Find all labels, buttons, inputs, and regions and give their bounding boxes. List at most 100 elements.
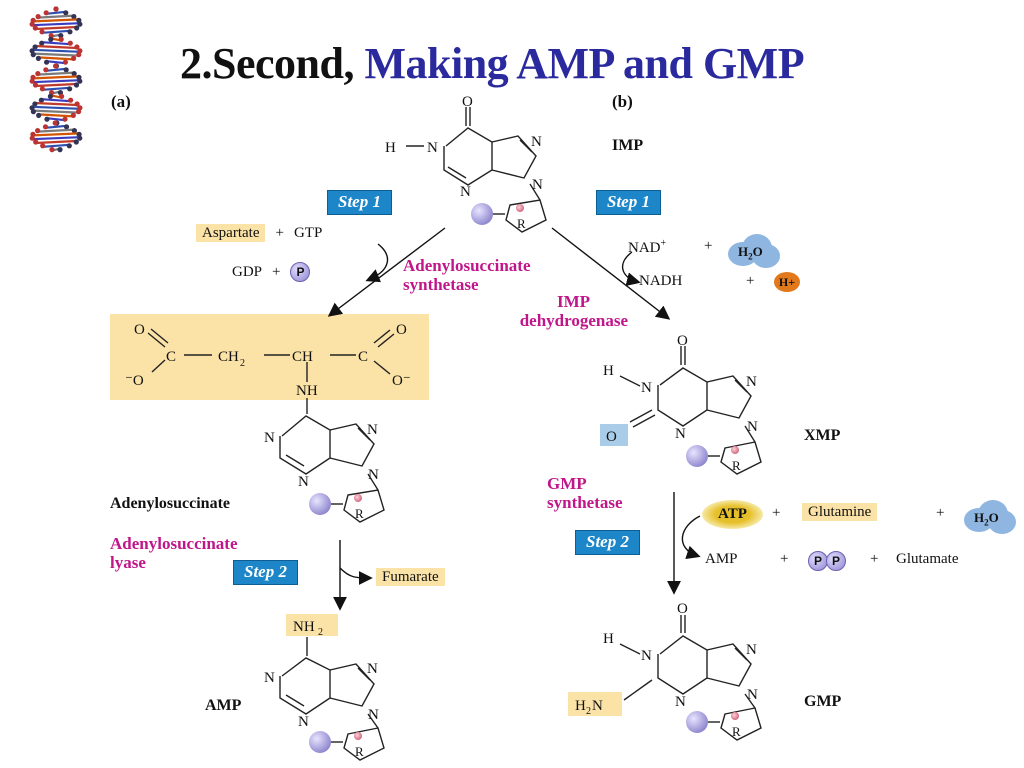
- dna-atom: [32, 44, 38, 50]
- dna-atom: [52, 120, 58, 126]
- dna-rung: [32, 132, 80, 137]
- enzyme-gmp-synthetase: GMP synthetase: [547, 474, 623, 512]
- dna-atom: [62, 59, 69, 65]
- dna-rung: [32, 79, 80, 84]
- title-prefix: 2.Second,: [180, 39, 354, 88]
- amp-product-text: AMP: [705, 551, 738, 567]
- svg-text:N: N: [746, 374, 757, 390]
- dna-atom: [74, 25, 80, 31]
- dna-atom: [77, 78, 83, 84]
- gtp-text: GTP: [293, 225, 323, 241]
- step-2-a-badge: Step 2: [233, 560, 298, 585]
- atp-icon: ATP: [702, 500, 763, 529]
- svg-text:N: N: [675, 426, 686, 442]
- water-cloud-2: H2O: [964, 500, 1016, 536]
- dna-rung: [35, 44, 77, 50]
- xmp-label: XMP: [804, 427, 841, 444]
- svg-text:N: N: [747, 419, 758, 435]
- svg-text:O: O: [134, 322, 145, 338]
- svg-text:N: N: [746, 642, 757, 658]
- dna-atom: [32, 25, 38, 31]
- svg-text:H: H: [385, 140, 396, 156]
- svg-text:N: N: [427, 140, 438, 156]
- svg-text:N: N: [264, 670, 275, 686]
- dna-atom: [67, 29, 73, 35]
- amp-structure: [279, 637, 385, 761]
- ribose-marker: [354, 494, 362, 502]
- dna-rung: [37, 71, 75, 76]
- enzyme-adenylosuccinate-lyase: Adenylosuccinate lyase: [110, 534, 238, 572]
- dna-atom: [32, 82, 39, 88]
- enzyme-adenylosuccinate-synthetase: Adenylosuccinate synthetase: [403, 256, 531, 294]
- dna-atom: [40, 143, 46, 149]
- svg-text:C: C: [166, 349, 176, 365]
- svg-text:O: O: [606, 429, 617, 445]
- dna-rung: [45, 67, 67, 72]
- adenylosuccinate-label: Adenylosuccinate: [110, 495, 230, 512]
- dna-atom: [32, 101, 38, 107]
- svg-text:2: 2: [318, 627, 323, 638]
- step1a-reactants: Aspartate + GTP: [196, 224, 322, 242]
- dna-rung: [32, 75, 80, 80]
- aspartate-tag: Aspartate: [196, 224, 266, 242]
- gdp-text: GDP: [232, 264, 263, 280]
- dna-rung: [41, 41, 71, 46]
- dna-atom: [44, 116, 50, 122]
- dna-atom: [63, 124, 70, 130]
- svg-text:H: H: [575, 698, 586, 714]
- dna-rung: [46, 60, 66, 65]
- dna-atom: [63, 67, 69, 73]
- svg-text:N: N: [675, 694, 686, 710]
- svg-text:R: R: [517, 216, 526, 231]
- svg-text:N: N: [641, 648, 652, 664]
- svg-text:N: N: [367, 661, 378, 677]
- dna-atom: [71, 128, 77, 134]
- plus-sign: +: [936, 505, 945, 521]
- xmp-atom-labels: O H N O N N N R: [603, 333, 758, 473]
- dna-atom: [62, 116, 68, 122]
- dna-atom: [47, 93, 54, 99]
- svg-text:C: C: [358, 349, 368, 365]
- dna-atom: [36, 112, 42, 118]
- plus-sign: +: [704, 238, 713, 254]
- dna-rung: [35, 139, 77, 145]
- svg-text:R: R: [355, 506, 364, 521]
- dna-rung: [45, 124, 67, 129]
- svg-text:R: R: [355, 744, 364, 759]
- svg-text:O: O: [462, 94, 473, 110]
- dna-rung: [42, 143, 70, 148]
- adenylosuccinate-structure: [147, 328, 395, 523]
- svg-text:NH: NH: [293, 619, 315, 635]
- phosphate-ball: [686, 445, 708, 467]
- succinyl-group-highlight: [110, 314, 429, 400]
- dna-atom: [67, 86, 73, 92]
- dna-rung: [38, 56, 74, 61]
- svg-text:O: O: [396, 322, 407, 338]
- dna-rung: [41, 98, 71, 103]
- gmp-amino-highlight: [568, 692, 622, 716]
- water-cloud-1: H2O: [728, 234, 780, 270]
- dna-atom: [43, 67, 49, 73]
- dna-atom: [35, 71, 41, 77]
- dna-rung: [42, 86, 70, 91]
- phosphate-ball: [471, 203, 493, 225]
- dna-atom: [39, 40, 45, 46]
- ribose-marker: [731, 712, 739, 720]
- svg-text:N: N: [264, 430, 275, 446]
- dna-atom: [74, 44, 80, 50]
- dna-atom: [73, 82, 80, 88]
- dna-atom: [73, 139, 79, 145]
- panel-b-label: (b): [612, 92, 633, 111]
- svg-text:N: N: [531, 134, 542, 150]
- dna-atom: [29, 78, 35, 84]
- dna-atom: [33, 139, 39, 145]
- dna-atom: [43, 10, 49, 16]
- svg-text:N: N: [592, 698, 603, 714]
- dna-atom: [58, 36, 64, 43]
- svg-text:N: N: [532, 177, 543, 193]
- fumarate-product: Fumarate: [376, 568, 445, 586]
